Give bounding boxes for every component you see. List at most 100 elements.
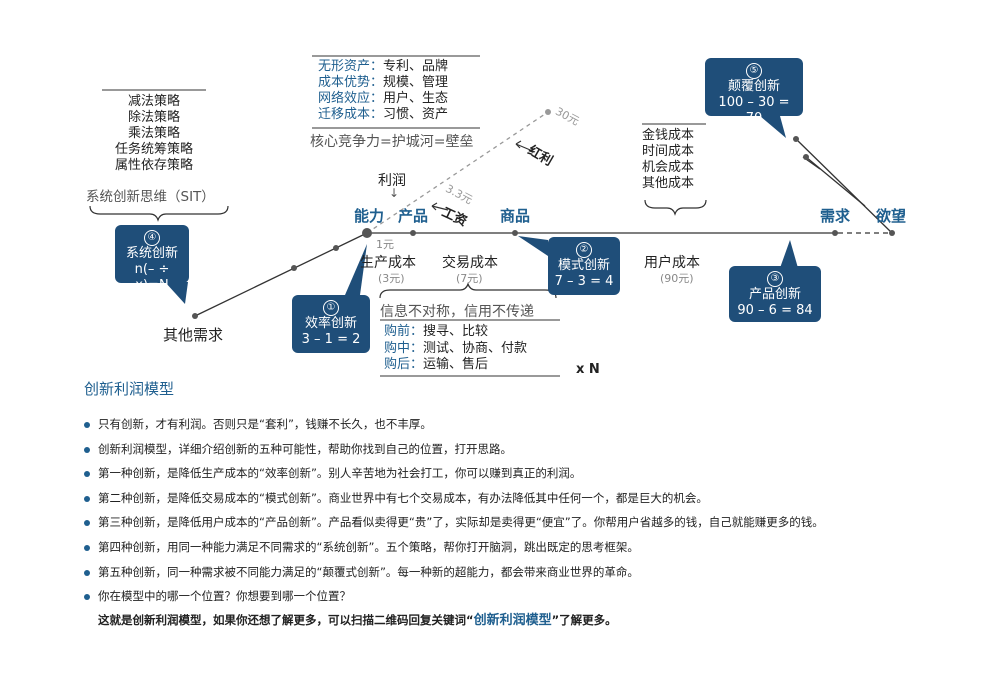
node-demand: 需求 <box>820 207 851 225</box>
callout-formula: 7 – 3 = 4 <box>554 274 614 289</box>
callout-2-pointer <box>518 236 548 256</box>
bullet-item: 创新利润模型，详细介绍创新的五种可能性，帮助你找到自己的位置，打开思路。 <box>84 437 964 462</box>
callout-formula: 90 – 6 = 84 <box>737 303 813 318</box>
callout-disruption: ⑤ 颠覆创新 100 – 30 = 70 <box>705 58 803 126</box>
thirty-yuan-dot <box>545 109 551 115</box>
diagram-lines <box>89 55 895 377</box>
bullet-item: 第五种创新，同一种需求被不同能力满足的“颠覆式创新”。每一种新的超能力，都会带来… <box>84 560 964 585</box>
transaction-cost-value: (7元) <box>456 272 483 285</box>
callout-number: ③ <box>767 271 783 287</box>
callout-number: ② <box>576 242 592 258</box>
footer-note: 这就是创新利润模型，如果你还想了解更多，可以扫描二维码回复关键词“创新利润模型”… <box>98 609 617 628</box>
mid-dot-1 <box>291 265 297 271</box>
innovation-profit-diagram: 减法策略 除法策略 乘法策略 任务统筹策略 属性依存策略 系统创新思维（SIT）… <box>86 55 907 377</box>
dividend-arrow <box>515 143 536 153</box>
callout-title: 产品创新 <box>748 287 801 302</box>
profit-label: 利润 <box>378 173 406 189</box>
core-caption: 核心竞争力=护城河=壁垒 <box>310 134 474 150</box>
xn-label: x N <box>576 362 600 377</box>
callout-3-pointer <box>780 240 798 268</box>
transaction-cost: 交易成本 <box>442 255 498 271</box>
wage-arrowhead <box>431 202 438 211</box>
callout-system: ④ 系统创新 n(– ÷ x)=N <box>115 225 189 293</box>
desire-line-2 <box>805 156 866 207</box>
callout-4-pointer <box>165 282 188 304</box>
transaction-brace <box>379 282 557 299</box>
bullet-item: 第四种创新，用同一种能力满足不同需求的“系统创新”。五个策略，帮你打开脑洞，跳出… <box>84 535 964 560</box>
user-cost-item: 时间成本 <box>642 144 695 159</box>
disruption-dot-1 <box>793 136 799 142</box>
callout-title: 颠覆创新 <box>727 79 780 94</box>
footer-keyword: 创新利润模型 <box>473 613 552 628</box>
callout-title: 效率创新 <box>304 316 357 331</box>
disruption-dot-2 <box>803 154 809 160</box>
footer-suffix: ”了解更多。 <box>551 613 617 627</box>
price-1: 1元 <box>376 238 394 251</box>
other-demand-dot <box>192 313 198 319</box>
sit-item: 任务统筹策略 <box>114 142 193 157</box>
user-cost-item: 其他成本 <box>642 176 695 191</box>
user-cost-item: 金钱成本 <box>642 128 695 143</box>
bullet-item: 你在模型中的哪一个位置？你想要到哪一个位置？ <box>84 584 964 609</box>
user-cost-list: 金钱成本 时间成本 机会成本 其他成本 <box>642 128 712 192</box>
profit-arrow: ↓ <box>389 186 400 200</box>
capability-dot <box>362 228 372 238</box>
wage-arrow <box>431 205 449 211</box>
production-cost: 生产成本 <box>360 255 416 271</box>
callout-number: ④ <box>144 230 160 246</box>
callout-title: 模式创新 <box>557 258 610 273</box>
callout-5-pointer <box>760 116 786 138</box>
purchase-item: 购后：运输、售后 <box>384 357 489 372</box>
bullet-item: 只有创新，才有利润。否则只是“套利”，钱赚不长久，也不丰厚。 <box>84 412 964 437</box>
section-title: 创新利润模型 <box>84 380 175 398</box>
mid-dot-2 <box>333 245 339 251</box>
core-item: 成本优势：规模、管理 <box>318 75 449 90</box>
callout-formula: n(– ÷ x)=N <box>134 262 170 293</box>
bullet-list: 只有创新，才有利润。否则只是“套利”，钱赚不长久，也不丰厚。 创新利润模型，详细… <box>84 412 964 609</box>
goods-dot <box>512 230 518 236</box>
bullet-item: 第二种创新，是降低交易成本的“模式创新”。商业世界中有七个交易成本，有办法降低其… <box>84 486 964 511</box>
sit-item: 除法策略 <box>127 110 180 125</box>
purchase-item: 购前：搜寻、比较 <box>384 324 489 339</box>
core-item: 网络效应：用户、生态 <box>318 91 449 106</box>
sit-brace <box>89 205 229 222</box>
sit-item: 减法策略 <box>127 94 180 109</box>
callout-efficiency: ① 效率创新 3 – 1 = 2 <box>292 295 370 353</box>
purchase-item: 购中：测试、协商、付款 <box>384 340 528 356</box>
callout-number: ① <box>323 300 339 316</box>
user-cost: 用户成本 <box>644 255 700 271</box>
product-dot <box>410 230 416 236</box>
node-product: 产品 <box>398 207 429 225</box>
bullet-item: 第一种创新，是降低生产成本的“效率创新”。别人辛苦地为社会打工，你可以赚到真正的… <box>84 461 964 486</box>
node-other-demand: 其他需求 <box>163 326 224 344</box>
core-item: 迁移成本：习惯、资产 <box>318 107 449 122</box>
callout-product: ③ 产品创新 90 – 6 = 84 <box>729 266 821 322</box>
demand-dot <box>832 230 838 236</box>
desire-dot <box>889 230 895 236</box>
callout-title: 系统创新 <box>125 246 178 261</box>
node-desire: 欲望 <box>876 207 907 225</box>
node-goods: 商品 <box>500 207 531 225</box>
sit-strategy-list: 减法策略 除法策略 乘法策略 任务统筹策略 属性依存策略 <box>104 94 204 174</box>
core-item: 无形资产：专利、品牌 <box>318 59 449 74</box>
footer-prefix: 这就是创新利润模型，如果你还想了解更多，可以扫描二维码回复关键词“ <box>98 613 474 627</box>
user-cost-item: 机会成本 <box>642 160 695 175</box>
desire-line-1 <box>795 138 893 234</box>
production-cost-value: (3元) <box>378 272 405 285</box>
callout-model: ② 模式创新 7 – 3 = 4 <box>548 237 620 295</box>
callout-1-pointer <box>345 244 367 295</box>
core-list: 无形资产：专利、品牌 成本优势：规模、管理 网络效应：用户、生态 迁移成本：习惯… <box>318 59 478 123</box>
bullet-item: 第三种创新，是降低用户成本的“产品创新”。产品看似卖得更“贵”了，实际却是卖得更… <box>84 510 964 535</box>
callout-formula: 3 – 1 = 2 <box>301 332 361 347</box>
sit-caption: 系统创新思维（SIT） <box>86 189 215 205</box>
callout-number: ⑤ <box>746 63 762 79</box>
purchase-list: 购前：搜寻、比较 购中：测试、协商、付款 购后：运输、售后 <box>384 324 564 374</box>
dividend-arrowhead <box>515 140 522 149</box>
user-cost-value: (90元) <box>660 272 694 285</box>
user-cost-brace <box>644 199 707 216</box>
info-caption: 信息不对称，信用不传递 <box>380 304 534 320</box>
callout-formula: 100 – 30 = 70 <box>718 95 790 126</box>
sit-item: 乘法策略 <box>127 126 180 141</box>
node-capability: 能力 <box>354 207 385 225</box>
sit-item: 属性依存策略 <box>114 158 193 173</box>
